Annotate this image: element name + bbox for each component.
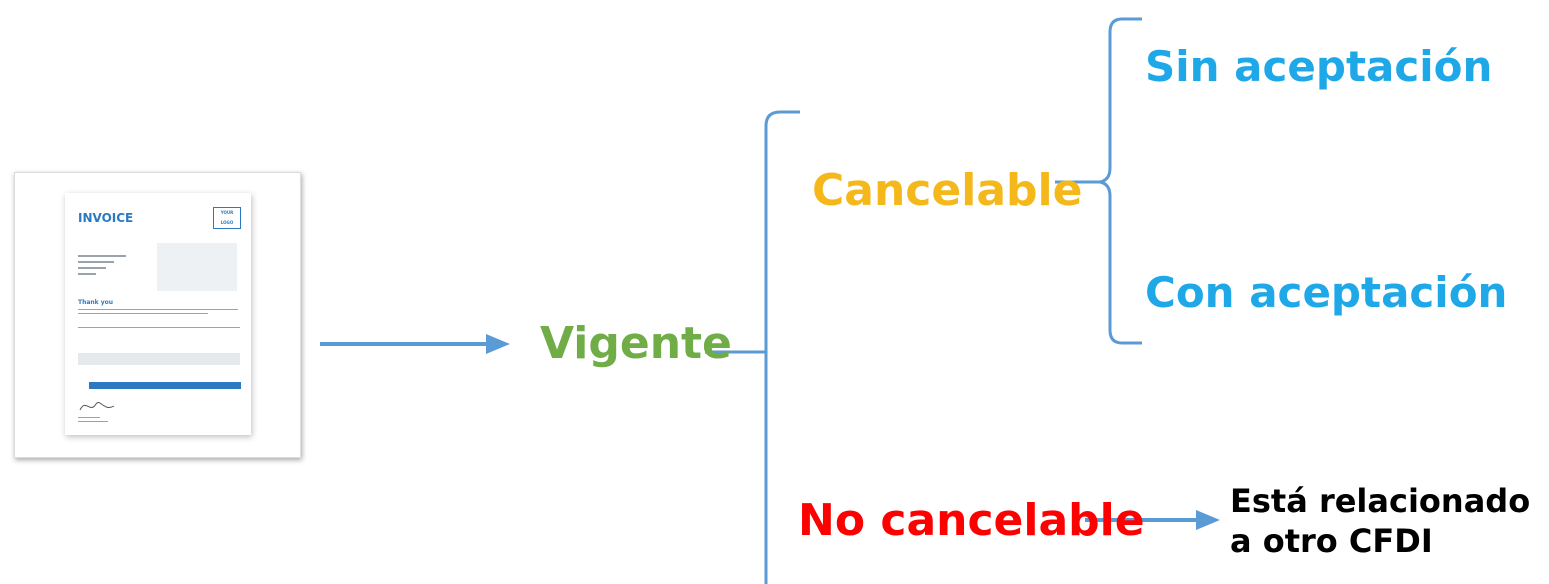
invoice-total-bar [89,382,241,389]
invoice-text-line [78,309,238,310]
node-cancelable: Cancelable [812,165,1083,216]
invoice-address-line [78,267,106,269]
invoice-document-image: INVOICE YOUR LOGO Thank you [14,172,301,458]
invoice-address-line [78,261,114,263]
invoice-title: INVOICE [78,211,134,225]
invoice-meta-box [157,243,237,291]
invoice-table-header [78,327,240,328]
invoice-table-row [78,338,240,350]
invoice-address-line [78,255,126,257]
node-sin-aceptacion: Sin aceptación [1145,42,1493,91]
vigente-bracket [764,110,800,584]
arrowhead-no-cancelable [1196,510,1220,530]
invoice-logo: YOUR LOGO [213,207,241,229]
invoice-signature-role [78,421,108,422]
invoice-signature-name [78,417,100,418]
arrowhead-invoice-to-vigente [486,334,510,354]
invoice-address-line [78,273,96,275]
invoice-text-line [78,313,208,314]
invoice-table-row [78,368,240,380]
invoice-sheet: INVOICE YOUR LOGO Thank you [65,193,251,435]
invoice-signature [79,402,115,411]
node-vigente: Vigente [540,318,732,369]
cancelable-brace [1099,17,1142,345]
invoice-thanks: Thank you [78,299,114,306]
node-relacionado-cfdi: Está relacionado a otro CFDI [1230,482,1531,560]
invoice-table-row [78,353,240,365]
node-no-cancelable: No cancelable [798,495,1145,546]
node-con-aceptacion: Con aceptación [1145,268,1508,317]
